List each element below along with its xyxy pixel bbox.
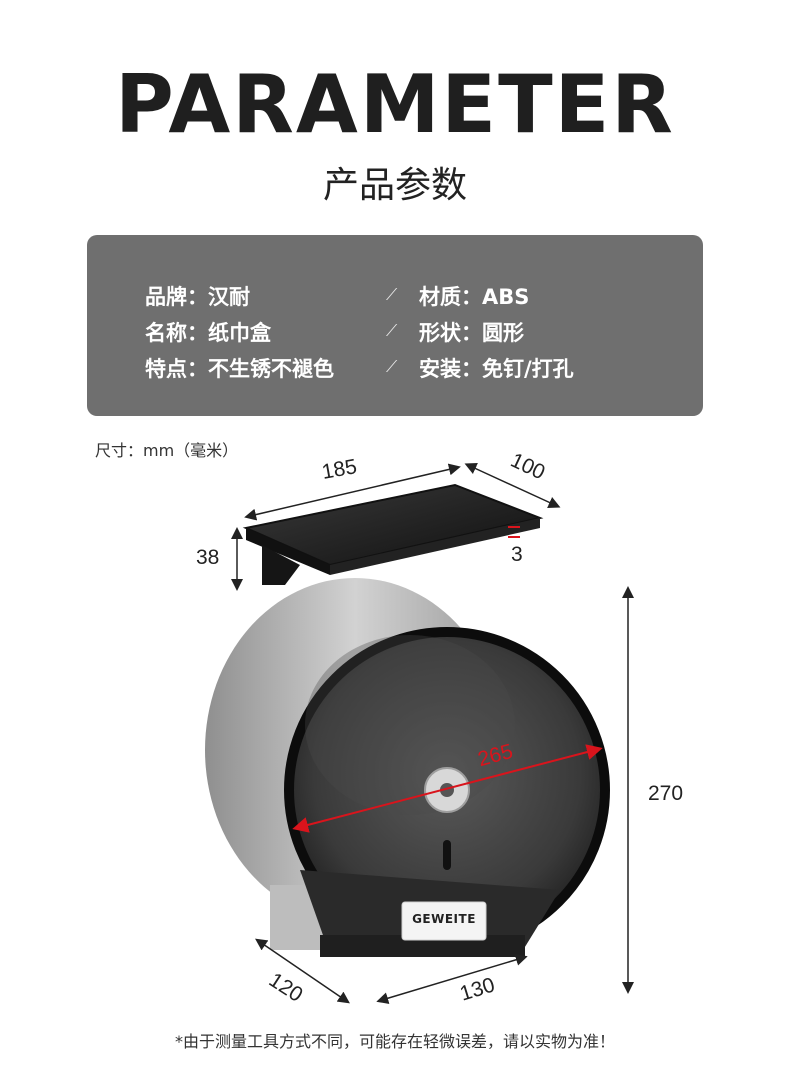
page-title: PARAMETER: [115, 58, 675, 151]
paper-window-slot: [443, 840, 451, 870]
dim-line-shelf-length: [244, 463, 461, 521]
spec-panel: 品牌：汉耐 名称：纸巾盒 特点：不生锈不褪色 ⟋ ⟋ ⟋ 材质：ABS 形状：圆…: [87, 235, 703, 416]
spec-name: 名称：纸巾盒: [145, 321, 271, 345]
spec-shape: 形状：圆形: [419, 321, 524, 345]
spec-material: 材质：ABS: [419, 285, 530, 309]
brand-logo-badge: [401, 901, 487, 941]
dim-line-base-width: [376, 953, 528, 1005]
page-subtitle: 产品参数: [322, 165, 467, 206]
dim-label-height: 270: [648, 782, 684, 805]
spec-brand: 品牌：汉耐: [145, 285, 250, 309]
center-knob: [424, 767, 470, 813]
spec-separator: ⟋: [386, 321, 398, 340]
dim-line-shelf-depth: [464, 463, 561, 508]
dim-line-base-depth: [255, 938, 350, 1004]
disclaimer-note: *由于测量工具方式不同，可能存在轻微误差，请以实物为准！: [174, 1032, 615, 1051]
dim-label-shelf-height: 38: [196, 546, 220, 569]
spec-install: 安装：免钉/打孔: [419, 357, 574, 381]
dim-label-shelf-thickness: 3: [511, 543, 523, 566]
spec-separator: ⟋: [386, 357, 398, 376]
dim-line-diameter: [292, 744, 603, 833]
brand-logo-text: GEWEITE: [412, 912, 476, 926]
top-shelf: [242, 483, 544, 585]
spec-feature: 特点：不生锈不褪色: [145, 357, 334, 381]
unit-note: 尺寸：mm（毫米）: [95, 441, 239, 460]
spec-separator: ⟋: [386, 285, 398, 304]
